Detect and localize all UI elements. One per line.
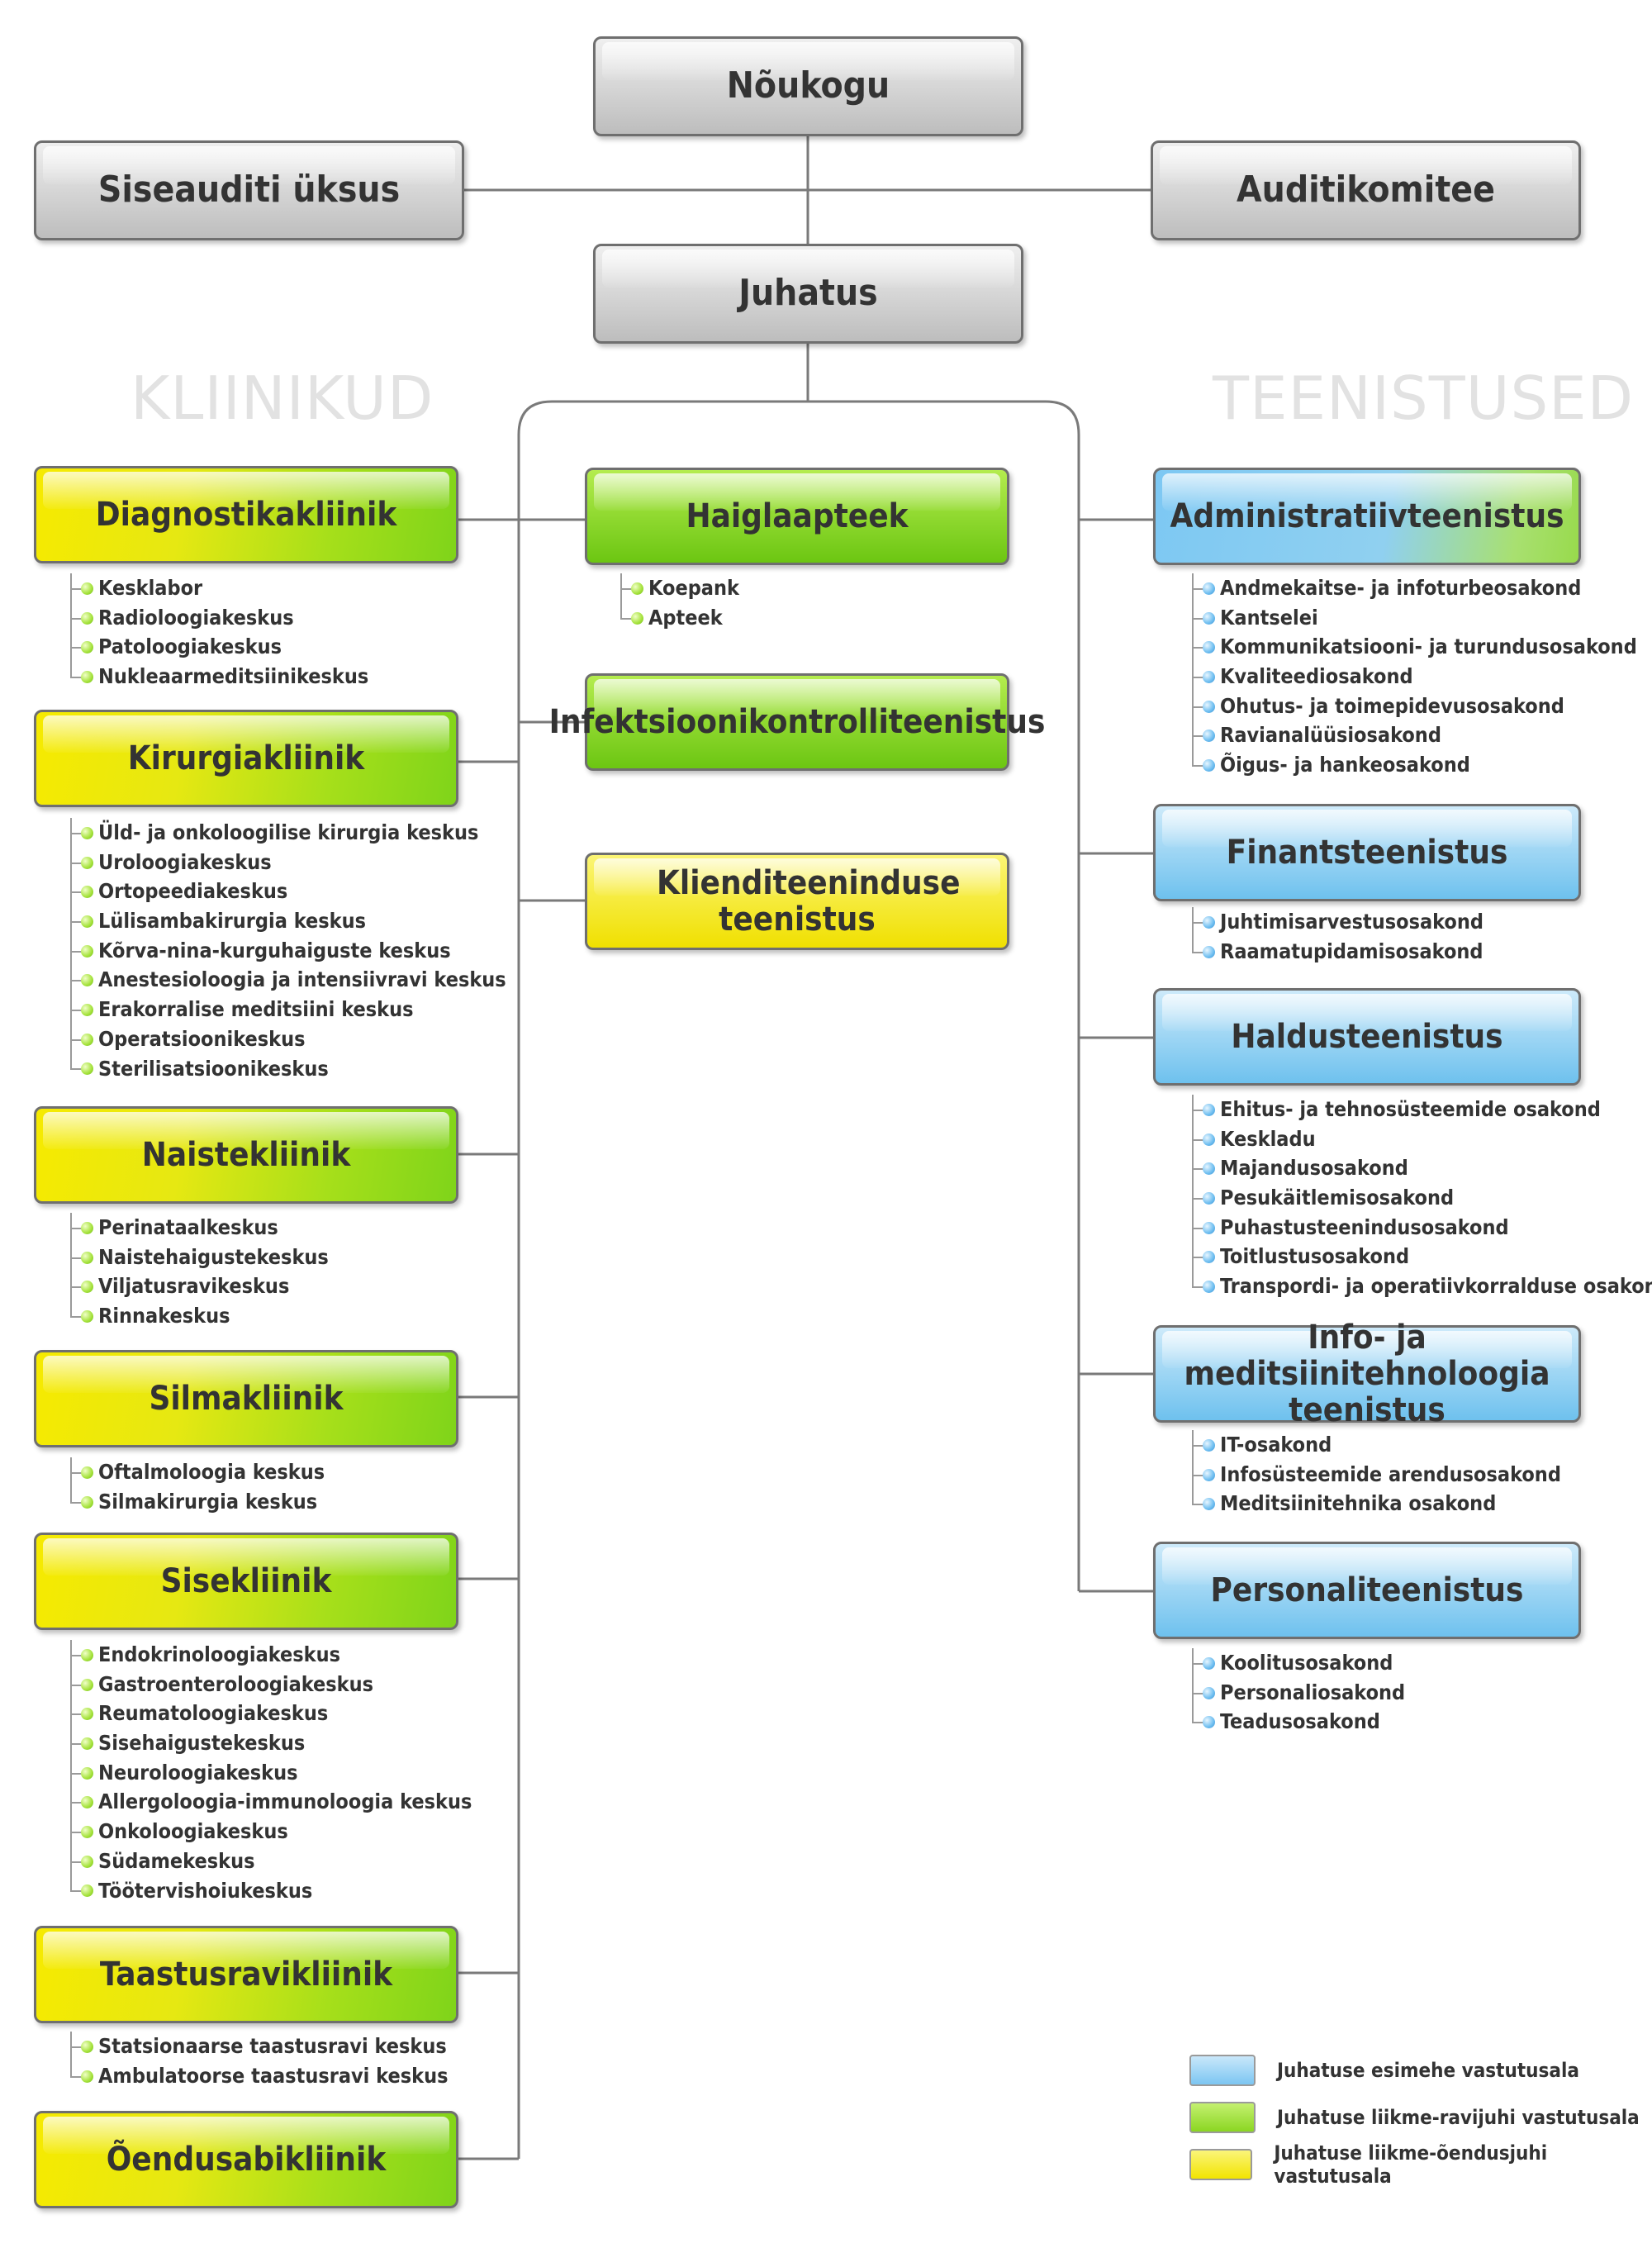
legend-item-nursing: Juhatuse liikme-õendusjuhi vastutusala: [1189, 2141, 1652, 2188]
list-item: Pesukäitlemisosakond: [1189, 1183, 1652, 1213]
list-item: Ortopeediakeskus: [68, 877, 506, 906]
list-item: Meditsiinitehnika osakond: [1189, 1489, 1561, 1518]
section-title-services: TEENISTUSED: [1213, 364, 1635, 433]
list-item: Majandusosakond: [1189, 1153, 1652, 1183]
list-item: Transpordi- ja operatiivkorralduse osako…: [1189, 1271, 1652, 1301]
clinic-sublist: Oftalmoloogia keskus Silmakirurgia kesku…: [68, 1457, 325, 1516]
list-item: Toitlustusosakond: [1189, 1242, 1652, 1271]
center-box: Haiglaapteek: [585, 468, 1009, 565]
list-item: Gastroenteroloogiakeskus: [68, 1669, 472, 1699]
clinic-sublist: Endokrinoloogiakeskus Gastroenteroloogia…: [68, 1640, 472, 1905]
list-item: Neuroloogiakeskus: [68, 1757, 472, 1788]
legend-item-chairman: Juhatuse esimehe vastutusala: [1189, 2054, 1579, 2087]
clinic-sublist: Perinataalkeskus Naistehaigustekeskus Vi…: [68, 1213, 329, 1331]
list-item: Koolitusosakond: [1189, 1648, 1405, 1678]
list-item: Operatsioonikeskus: [68, 1024, 506, 1054]
service-sublist: IT-osakond Infosüsteemide arendusosakond…: [1189, 1430, 1561, 1518]
list-item: Sterilisatsioonikeskus: [68, 1053, 506, 1084]
list-item: Õigus- ja hankeosakond: [1189, 750, 1637, 780]
clinic-box: Silmakliinik: [34, 1350, 458, 1447]
legend-label: Juhatuse liikme-õendusjuhi vastutusala: [1274, 2141, 1548, 2188]
list-item: Anestesioloogia ja intensiivravi keskus: [68, 965, 506, 995]
list-item: Oftalmoloogia keskus: [68, 1457, 325, 1487]
siseauditi-box: Siseauditi üksus: [34, 140, 464, 240]
legend-label: Juhatuse esimehe vastutusala: [1277, 2059, 1579, 2082]
service-box: Haldusteenistus: [1153, 988, 1581, 1086]
center-box: Infektsioonikontrolliteenistus: [549, 673, 1045, 771]
clinic-box: Taastusravikliinik: [34, 1926, 458, 2023]
service-sublist: Ehitus- ja tehnosüsteemide osakond Keskl…: [1189, 1095, 1652, 1301]
clinic-box: Diagnostikakliinik: [34, 466, 458, 563]
list-item: Personaliosakond: [1189, 1677, 1405, 1708]
service-box: Administratiivteenistus: [1153, 468, 1581, 565]
clinic-sublist: Üld- ja onkoloogilise kirurgia keskus Ur…: [68, 818, 506, 1083]
clinic-sublist: Kesklabor Radioloogiakeskus Patoloogiake…: [68, 573, 368, 692]
center-box: Klienditeeninduse teenistus: [585, 853, 1009, 950]
service-sublist: Andmekaitse- ja infoturbeosakond Kantsel…: [1189, 573, 1637, 780]
clinic-box: Naistekliinik: [34, 1106, 458, 1204]
list-item: Patoloogiakeskus: [68, 632, 368, 662]
auditikomitee-box: Auditikomitee: [1151, 140, 1581, 240]
list-item: Raamatupidamisosakond: [1189, 936, 1483, 967]
clinic-box: Kirurgiakliinik: [34, 710, 458, 807]
list-item: Infosüsteemide arendusosakond: [1189, 1459, 1561, 1490]
juhatus-box: Juhatus: [593, 244, 1023, 344]
service-sublist: Koolitusosakond Personaliosakond Teaduso…: [1189, 1648, 1405, 1737]
list-item: Silmakirurgia keskus: [68, 1486, 325, 1517]
service-box: Info- ja meditsiinitehnoloogia teenistus: [1153, 1319, 1581, 1428]
clinic-sublist: Statsionaarse taastusravi keskus Ambulat…: [68, 2032, 448, 2090]
legend-swatch: [1189, 2102, 1256, 2133]
list-item: Teadusosakond: [1189, 1707, 1405, 1737]
list-item: Erakorralise meditsiini keskus: [68, 995, 506, 1024]
list-item: Rinnakeskus: [68, 1301, 329, 1331]
legend-swatch: [1189, 2055, 1256, 2086]
list-item: Allergoloogia-immunoloogia keskus: [68, 1787, 472, 1817]
list-item: Südamekeskus: [68, 1846, 472, 1876]
section-title-clinics: KLIINIKUD: [131, 364, 434, 433]
list-item: Viljatusravikeskus: [68, 1271, 329, 1301]
service-sublist: Juhtimisarvestusosakond Raamatupidamisos…: [1189, 907, 1483, 966]
center-sublist: Koepank Apteek: [618, 573, 739, 632]
list-item: Uroloogiakeskus: [68, 847, 506, 877]
clinic-box: Sisekliinik: [34, 1533, 458, 1630]
list-item: Töötervishoiukeskus: [68, 1875, 472, 1906]
list-item: Nukleaarmeditsiinikeskus: [68, 662, 368, 692]
legend-label: Juhatuse liikme-ravijuhi vastutusala: [1277, 2106, 1640, 2129]
list-item: Keskladu: [1189, 1124, 1652, 1154]
list-item: Kesklabor: [68, 573, 368, 603]
list-item: Kommunikatsiooni- ja turundusosakond: [1189, 632, 1637, 662]
service-box: Finantsteenistus: [1153, 804, 1581, 901]
list-item: Apteek: [618, 602, 739, 633]
list-item: Ohutus- ja toimepidevusosakond: [1189, 691, 1637, 721]
list-item: Kantselei: [1189, 602, 1637, 633]
list-item: Üld- ja onkoloogilise kirurgia keskus: [68, 818, 506, 848]
list-item: Kvaliteediosakond: [1189, 662, 1637, 692]
list-item: Ehitus- ja tehnosüsteemide osakond: [1189, 1095, 1652, 1124]
list-item: Naistehaigustekeskus: [68, 1242, 329, 1272]
list-item: Juhtimisarvestusosakond: [1189, 907, 1483, 937]
list-item: Statsionaarse taastusravi keskus: [68, 2032, 448, 2061]
list-item: Ravianalüüsiosakond: [1189, 720, 1637, 750]
list-item: Reumatoloogiakeskus: [68, 1699, 472, 1728]
list-item: Lülisambakirurgia keskus: [68, 906, 506, 936]
list-item: Endokrinoloogiakeskus: [68, 1640, 472, 1670]
service-box: Personaliteenistus: [1153, 1542, 1581, 1639]
list-item: Ambulatoorse taastusravi keskus: [68, 2060, 448, 2091]
legend-item-medical: Juhatuse liikme-ravijuhi vastutusala: [1189, 2101, 1640, 2134]
legend-swatch: [1189, 2149, 1253, 2180]
list-item: Andmekaitse- ja infoturbeosakond: [1189, 573, 1637, 603]
list-item: Koepank: [618, 573, 739, 603]
list-item: Perinataalkeskus: [68, 1213, 329, 1243]
list-item: Puhastusteenindusosakond: [1189, 1212, 1652, 1243]
list-item: Radioloogiakeskus: [68, 602, 368, 633]
noukogu-box: Nõukogu: [593, 36, 1023, 136]
clinic-box: Õendusabikliinik: [34, 2111, 458, 2208]
list-item: Sisehaigustekeskus: [68, 1728, 472, 1758]
list-item: Onkoloogiakeskus: [68, 1817, 472, 1846]
list-item: Kõrva-nina-kurguhaiguste keskus: [68, 935, 506, 966]
list-item: IT-osakond: [1189, 1430, 1561, 1460]
